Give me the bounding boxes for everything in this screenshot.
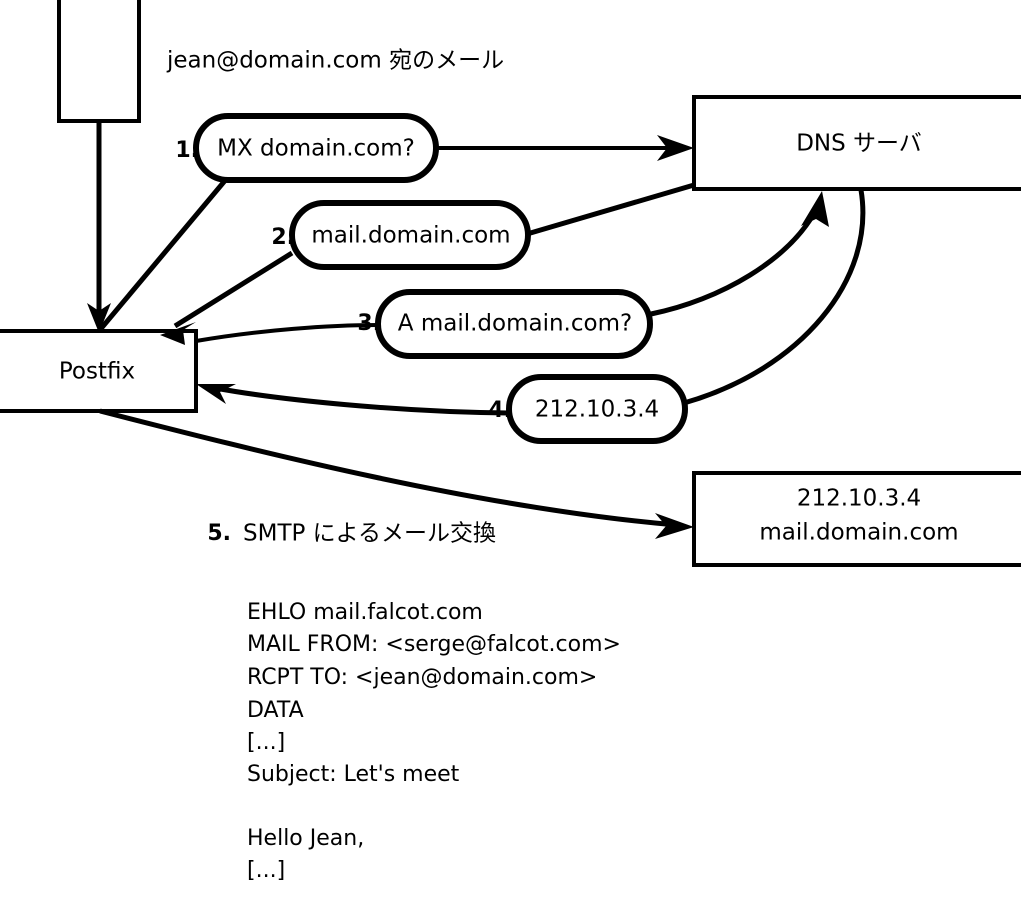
- transcript-line: RCPT TO: <jean@domain.com>: [247, 665, 597, 690]
- node-postfix-box: [0, 329, 198, 413]
- bubble-step-4-label: 212.10.3.4: [535, 397, 659, 423]
- bubble-step-2: [289, 200, 531, 270]
- bubble-step-4: [506, 374, 688, 444]
- mail-destination-note: jean@domain.com 宛のメール: [166, 48, 504, 74]
- node-mailserver-label-ip: 212.10.3.4: [797, 486, 921, 512]
- node-postfix-label: Postfix: [59, 359, 135, 385]
- arrowhead-bubble2-to-postfix: [160, 322, 196, 345]
- step-number-5: 5.: [207, 521, 231, 546]
- edge-postfix-to-bubble3: [195, 323, 379, 343]
- transcript-line: EHLO mail.falcot.com: [247, 600, 483, 625]
- transcript-line: MAIL FROM: <serge@falcot.com>: [247, 632, 621, 657]
- node-mailserver-box: [692, 471, 1021, 567]
- arrowhead-bubble4-to-postfix: [196, 384, 236, 404]
- bubble-step-2-label: mail.domain.com: [311, 223, 510, 249]
- arrowhead-postfix-to-mailserver: [655, 513, 694, 539]
- transcript-line: DATA: [247, 698, 304, 723]
- transcript-line: Hello Jean,: [247, 826, 364, 851]
- arrowhead-sender-to-postfix: [87, 303, 111, 333]
- edge-dns-to-bubble2: [526, 182, 695, 237]
- transcript-line: [...]: [247, 730, 285, 755]
- node-dns-box: [692, 95, 1021, 191]
- edge-bubble3-to-dns: [650, 206, 820, 317]
- step-number-3: 3.: [357, 311, 381, 336]
- node-dns-label: DNS サーバ: [796, 131, 922, 157]
- step-number-1: 1.: [175, 138, 199, 163]
- edge-dns-to-bubble4: [683, 189, 866, 406]
- arrowhead-bubble3-to-dns: [801, 191, 829, 227]
- arrowhead-bubble1-to-dns: [657, 135, 694, 161]
- step-number-2: 2.: [271, 225, 295, 250]
- step-number-4: 4.: [488, 398, 512, 423]
- transcript-line: Subject: Let's meet: [247, 762, 460, 787]
- edge-bubble4-to-postfix: [214, 385, 509, 416]
- transcript-line: .: [247, 903, 254, 919]
- smtp-transcript: EHLO mail.falcot.com MAIL FROM: <serge@f…: [247, 600, 621, 919]
- node-sender-box: [57, 0, 141, 123]
- edge-postfix-to-mailserver: [99, 408, 677, 528]
- bubble-step-3-label: A mail.domain.com?: [398, 311, 632, 337]
- node-mailserver-label-host: mail.domain.com: [759, 520, 958, 546]
- transcript-line: [...]: [247, 858, 285, 883]
- edge-bubble2-to-postfix: [173, 250, 294, 329]
- step-5-caption: SMTP によるメール交換: [243, 521, 496, 547]
- bubble-step-1: [193, 113, 439, 183]
- edge-postfix-to-bubble1: [97, 175, 230, 333]
- bubble-step-1-label: MX domain.com?: [217, 136, 415, 162]
- bubble-step-3: [375, 289, 653, 359]
